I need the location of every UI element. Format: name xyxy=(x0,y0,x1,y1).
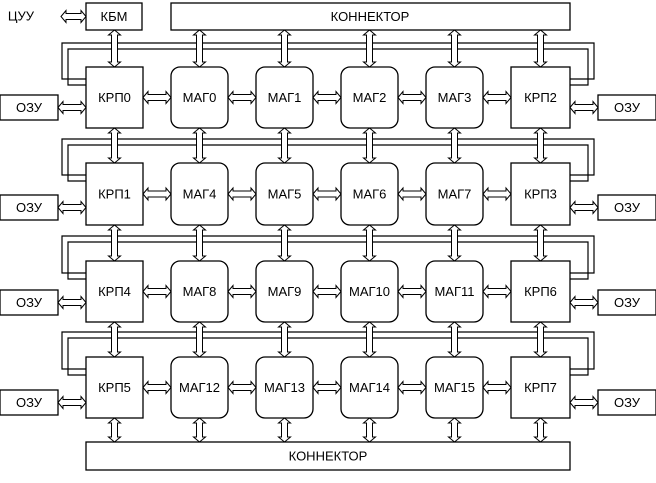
vertical-link-arrow xyxy=(535,322,547,357)
horizontal-link-arrow xyxy=(313,286,341,298)
mag-label: МАГ2 xyxy=(353,90,387,105)
horizontal-link-arrow xyxy=(143,188,171,200)
vertical-link-arrow xyxy=(449,418,461,442)
ozu-left-link-arrow xyxy=(58,297,86,309)
krp-left-label: КРП4 xyxy=(98,284,131,299)
cuu-kbm-arrow xyxy=(61,11,86,23)
bus-inner-line xyxy=(68,145,588,181)
vertical-link-arrow xyxy=(449,322,461,357)
krp-left-label: КРП0 xyxy=(98,90,131,105)
vertical-link-arrow xyxy=(535,418,547,442)
horizontal-link-arrow xyxy=(143,286,171,298)
mag-label: МАГ11 xyxy=(434,284,474,299)
horizontal-link-arrow xyxy=(313,92,341,104)
mag-label: МАГ7 xyxy=(438,187,472,202)
vertical-link-arrow xyxy=(279,322,291,357)
horizontal-link-arrow xyxy=(143,382,171,394)
mag-label: МАГ9 xyxy=(268,284,302,299)
krp-right-label: КРП3 xyxy=(524,187,557,202)
vertical-link-arrow xyxy=(194,418,206,442)
horizontal-link-arrow xyxy=(228,382,256,394)
vertical-link-arrow xyxy=(109,322,121,357)
mag-label: МАГ12 xyxy=(179,380,220,395)
horizontal-link-arrow xyxy=(228,92,256,104)
mag-label: МАГ1 xyxy=(268,90,302,105)
vertical-link-arrow xyxy=(364,225,376,261)
connector-bottom-label: КОННЕКТОР xyxy=(289,449,368,464)
mag-label: МАГ5 xyxy=(268,187,302,202)
ozu-right-label: ОЗУ xyxy=(614,100,641,115)
vertical-link-arrow xyxy=(535,225,547,261)
bus-inner-line xyxy=(68,49,588,85)
cuu-label: ЦУУ xyxy=(8,9,35,24)
ozu-left-label: ОЗУ xyxy=(16,200,43,215)
horizontal-link-arrow xyxy=(398,286,426,298)
bus-inner-line xyxy=(68,242,588,279)
mag-label: МАГ8 xyxy=(183,284,217,299)
krp-right-label: КРП7 xyxy=(524,380,557,395)
ozu-right-link-arrow xyxy=(570,397,598,409)
ozu-left-label: ОЗУ xyxy=(16,395,43,410)
vertical-link-arrow xyxy=(449,225,461,261)
mag-label: МАГ10 xyxy=(349,284,390,299)
horizontal-link-arrow xyxy=(228,286,256,298)
ozu-right-link-arrow xyxy=(570,297,598,309)
vertical-link-arrow xyxy=(364,418,376,442)
ozu-left-link-arrow xyxy=(58,202,86,214)
vertical-link-arrow xyxy=(194,322,206,357)
horizontal-link-arrow xyxy=(398,92,426,104)
krp-right-label: КРП6 xyxy=(524,284,557,299)
vertical-link-arrow xyxy=(364,322,376,357)
ozu-right-label: ОЗУ xyxy=(614,295,641,310)
vertical-link-arrow xyxy=(109,418,121,442)
horizontal-link-arrow xyxy=(483,92,511,104)
horizontal-link-arrow xyxy=(398,188,426,200)
horizontal-link-arrow xyxy=(313,382,341,394)
vertical-link-arrow xyxy=(194,225,206,261)
ozu-left-link-arrow xyxy=(58,102,86,114)
mag-label: МАГ13 xyxy=(264,380,305,395)
ozu-right-link-arrow xyxy=(570,202,598,214)
ozu-right-link-arrow xyxy=(570,102,598,114)
krp-left-label: КРП1 xyxy=(98,187,131,202)
horizontal-link-arrow xyxy=(313,188,341,200)
horizontal-link-arrow xyxy=(228,188,256,200)
ozu-left-label: ОЗУ xyxy=(16,295,43,310)
vertical-link-arrow xyxy=(279,418,291,442)
mag-label: МАГ0 xyxy=(183,90,217,105)
horizontal-link-arrow xyxy=(483,382,511,394)
mag-label: МАГ6 xyxy=(353,187,387,202)
mag-label: МАГ15 xyxy=(434,380,475,395)
bus-inner-line xyxy=(68,338,588,375)
ozu-right-label: ОЗУ xyxy=(614,395,641,410)
mag-label: МАГ14 xyxy=(349,380,390,395)
ozu-right-label: ОЗУ xyxy=(614,200,641,215)
horizontal-link-arrow xyxy=(483,286,511,298)
connector-bottom-block: КОННЕКТОР xyxy=(86,442,570,470)
horizontal-link-arrow xyxy=(143,92,171,104)
mag-label: МАГ4 xyxy=(183,187,217,202)
kbm-block: КБМ xyxy=(86,3,142,30)
connector-top-block: КОННЕКТОР xyxy=(171,3,570,30)
connector-top-label: КОННЕКТОР xyxy=(331,9,410,24)
vertical-link-arrow xyxy=(109,225,121,261)
ozu-left-link-arrow xyxy=(58,397,86,409)
horizontal-link-arrow xyxy=(398,382,426,394)
krp-right-label: КРП2 xyxy=(524,90,557,105)
vertical-link-arrow xyxy=(279,225,291,261)
ozu-left-label: ОЗУ xyxy=(16,100,43,115)
mag-label: МАГ3 xyxy=(438,90,472,105)
kbm-label: КБМ xyxy=(101,9,128,24)
krp-left-label: КРП5 xyxy=(98,380,131,395)
horizontal-link-arrow xyxy=(483,188,511,200)
